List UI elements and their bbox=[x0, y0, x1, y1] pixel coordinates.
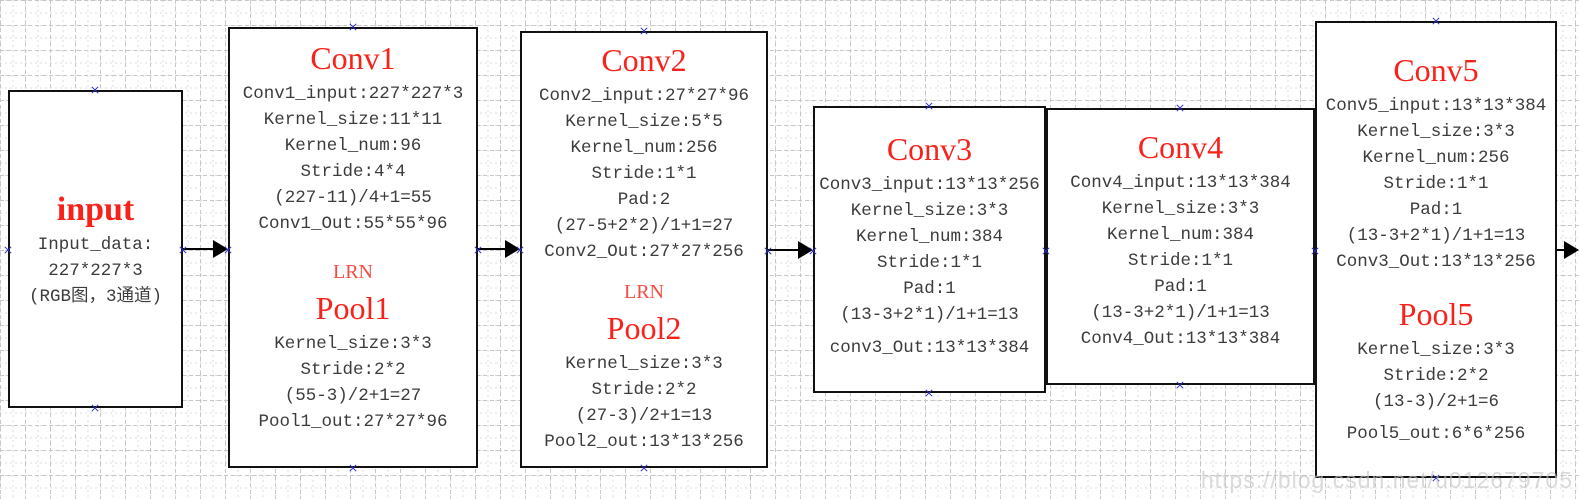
spec-line: Kernel_size:3*3 bbox=[1357, 340, 1515, 360]
spec-line: 227*227*3 bbox=[48, 261, 143, 281]
spec-line: Conv3_input:13*13*256 bbox=[819, 175, 1040, 195]
node-conv5[interactable]: Conv5 Conv5_input:13*13*384 Kernel_size:… bbox=[1315, 21, 1557, 478]
pool-title: Pool5 bbox=[1398, 296, 1474, 332]
spec-line: Kernel_num:96 bbox=[284, 136, 422, 156]
spec-line: Conv1_Out:55*55*96 bbox=[258, 214, 448, 234]
lrn-label: LRN bbox=[624, 281, 664, 303]
node-conv4[interactable]: Conv4 Conv4_input:13*13*384 Kernel_size:… bbox=[1046, 108, 1315, 385]
spec-line: Stride:2*2 bbox=[591, 380, 697, 400]
spec-line: conv3_Out:13*13*384 bbox=[829, 338, 1030, 358]
spec-line: Conv2_input:27*27*96 bbox=[538, 86, 750, 106]
spec-line: Kernel_size:3*3 bbox=[274, 334, 432, 354]
spec-line: Kernel_num:256 bbox=[570, 138, 718, 158]
spec-line: Stride:1*1 bbox=[1383, 174, 1489, 194]
pool-title: Pool1 bbox=[315, 290, 391, 326]
connection-point-icon bbox=[1432, 17, 1441, 26]
spec-line: (55-3)/2+1=27 bbox=[284, 386, 422, 406]
lrn-label: LRN bbox=[333, 261, 373, 283]
node-conv1[interactable]: Conv1 Conv1_input:227*227*3 Kernel_size:… bbox=[228, 27, 478, 468]
spec-line: (13-3+2*1)/1+1=13 bbox=[1091, 303, 1270, 323]
spec-line: Kernel_num:256 bbox=[1362, 148, 1510, 168]
node-input[interactable]: input Input_data: 227*227*3 (RGB图，3通道) bbox=[8, 90, 183, 408]
spec-line: Kernel_size:3*3 bbox=[1357, 122, 1515, 142]
spec-line: Stride:1*1 bbox=[876, 253, 983, 273]
spec-line: Stride:1*1 bbox=[1127, 251, 1234, 271]
connection-point-icon bbox=[91, 404, 100, 413]
spec-line: Pool5_out:6*6*256 bbox=[1346, 424, 1526, 444]
spec-line: Kernel_size:3*3 bbox=[565, 354, 723, 374]
connection-point-icon bbox=[1176, 104, 1185, 113]
pool-title: Pool2 bbox=[606, 310, 682, 346]
connection-point-icon bbox=[809, 247, 818, 256]
connection-point-icon bbox=[516, 246, 525, 255]
connection-point-icon bbox=[179, 246, 188, 255]
spec-line: (13-3+2*1)/1+1=13 bbox=[840, 305, 1019, 325]
node-title: Conv5 bbox=[1393, 52, 1479, 88]
arrow-shaft bbox=[1557, 249, 1568, 251]
spec-line: Pad:2 bbox=[617, 190, 671, 210]
spec-line: Pad:1 bbox=[1409, 200, 1463, 220]
spec-line: Kernel_size:5*5 bbox=[565, 112, 723, 132]
spec-line: Kernel_size:3*3 bbox=[850, 201, 1009, 221]
spec-line: (27-3)/2+1=13 bbox=[575, 406, 713, 426]
spec-line: (27-5+2*2)/1+1=27 bbox=[554, 216, 734, 236]
node-title: Conv2 bbox=[601, 42, 687, 78]
connection-point-icon bbox=[1311, 247, 1320, 256]
arrow-shaft bbox=[478, 248, 509, 250]
node-title: Conv1 bbox=[310, 40, 396, 76]
spec-line: Stride:2*2 bbox=[1383, 366, 1489, 386]
spec-line: Input_data: bbox=[37, 235, 154, 255]
connection-point-icon bbox=[640, 27, 649, 36]
spec-line: Kernel_num:384 bbox=[1106, 225, 1255, 245]
arrow-shaft bbox=[183, 248, 217, 250]
node-conv2[interactable]: Conv2 Conv2_input:27*27*96 Kernel_size:5… bbox=[520, 31, 768, 468]
spec-line: Pad:1 bbox=[1154, 277, 1207, 297]
arrowhead-icon bbox=[1564, 241, 1579, 259]
connection-point-icon bbox=[1042, 247, 1051, 256]
arrow-shaft bbox=[768, 249, 802, 251]
connection-point-icon bbox=[349, 464, 358, 473]
spec-line: Stride:2*2 bbox=[300, 360, 406, 380]
connection-point-icon bbox=[925, 389, 934, 398]
connection-point-icon bbox=[4, 246, 13, 255]
spec-line: (227-11)/4+1=55 bbox=[274, 188, 432, 208]
connection-point-icon bbox=[349, 23, 358, 32]
connection-point-icon bbox=[474, 246, 483, 255]
connection-point-icon bbox=[224, 246, 233, 255]
spec-line: Kernel_size:3*3 bbox=[1101, 199, 1260, 219]
spec-line: Stride:4*4 bbox=[300, 162, 406, 182]
node-title: Conv3 bbox=[886, 131, 973, 167]
spec-line: Kernel_size:11*11 bbox=[263, 110, 443, 130]
connection-point-icon bbox=[91, 86, 100, 95]
connection-point-icon bbox=[640, 464, 649, 473]
spec-line: Conv4_input:13*13*384 bbox=[1070, 173, 1291, 193]
spec-line: Kernel_num:384 bbox=[855, 227, 1004, 247]
spec-line: Pool2_out:13*13*256 bbox=[544, 432, 744, 452]
connection-point-icon bbox=[1176, 381, 1185, 390]
connection-point-icon bbox=[925, 102, 934, 111]
spec-line: Conv2_Out:27*27*256 bbox=[544, 242, 744, 262]
connection-point-icon bbox=[764, 247, 773, 256]
spec-line: Conv1_input:227*227*3 bbox=[242, 84, 464, 104]
spec-line: Conv4_Out:13*13*384 bbox=[1080, 329, 1281, 349]
spec-line: (13-3)/2+1=6 bbox=[1372, 392, 1500, 412]
spec-line: Stride:1*1 bbox=[591, 164, 697, 184]
node-title: Conv4 bbox=[1137, 129, 1224, 165]
spec-line: (RGB图，3通道) bbox=[28, 287, 162, 307]
node-conv3[interactable]: Conv3 Conv3_input:13*13*256 Kernel_size:… bbox=[813, 106, 1046, 393]
spec-line: (13-3+2*1)/1+1=13 bbox=[1346, 226, 1526, 246]
spec-line: Conv3_Out:13*13*256 bbox=[1336, 252, 1536, 272]
spec-line: Pool1_out:27*27*96 bbox=[258, 412, 448, 432]
node-title: input bbox=[56, 191, 135, 228]
spec-line: Conv5_input:13*13*384 bbox=[1325, 96, 1547, 116]
connection-point-icon bbox=[1432, 474, 1441, 483]
spec-line: Pad:1 bbox=[903, 279, 956, 299]
